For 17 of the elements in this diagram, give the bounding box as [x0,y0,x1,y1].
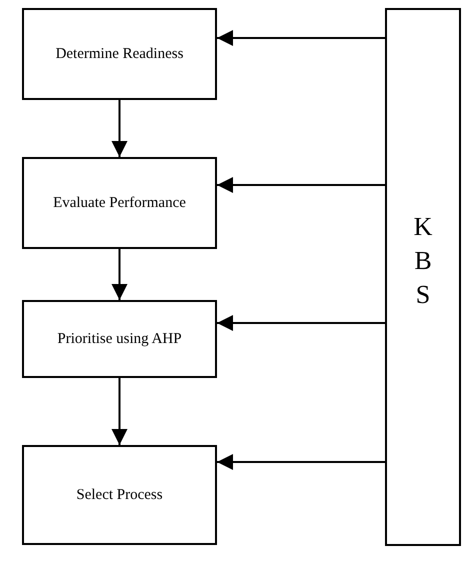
knowledge-base-panel [385,8,461,546]
process-box [22,157,217,249]
node-label: Select Process [75,486,164,505]
process-box [22,445,217,545]
process-box [22,300,217,378]
node-label: KBS [412,211,434,311]
arrow [217,30,385,46]
node-label: Evaluate Performance [52,194,187,213]
process-box [22,8,217,100]
node-label: Determine Readiness [54,44,184,64]
arrow [217,315,385,331]
arrow [217,177,385,193]
arrow [112,100,128,157]
arrow [217,454,385,470]
arrow [112,378,128,445]
arrow [112,249,128,300]
node-label: Prioritise using AHP [56,330,183,349]
